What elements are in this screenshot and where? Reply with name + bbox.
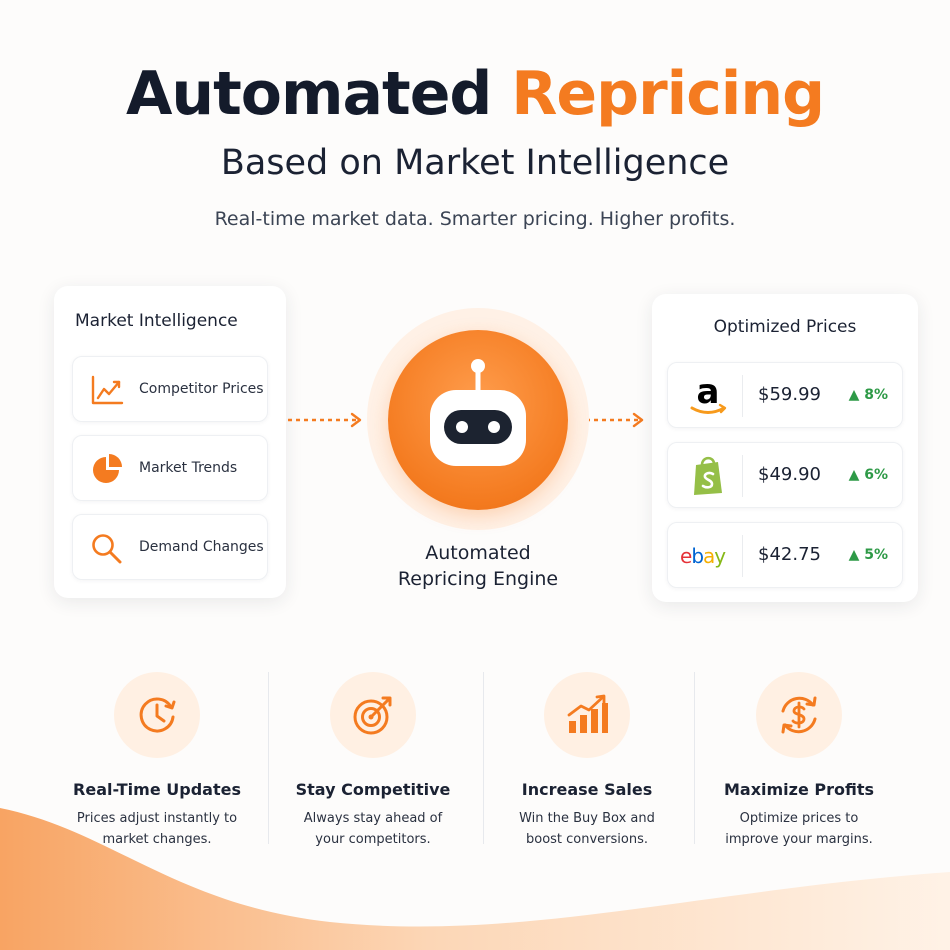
title-main: Automated (125, 59, 492, 129)
page-subtitle: Based on Market Intelligence (220, 143, 730, 183)
feature-title: Real-Time Updates (73, 780, 241, 799)
mi-item-competitor-prices: Competitor Prices (72, 356, 268, 422)
price-value: $42.75 (758, 544, 821, 565)
title-accent: Repricing (511, 59, 825, 129)
optimized-prices-title: Optimized Prices (713, 317, 857, 337)
robot-icon (430, 359, 526, 466)
feature-maximize-profits: Maximize Profits Optimize prices to impr… (694, 672, 904, 850)
feature-icon-circle (114, 672, 200, 758)
feature-title: Stay Competitive (295, 780, 451, 799)
market-intelligence-card: Market Intelligence Competitor Prices Ma… (54, 286, 286, 598)
price-value: $49.90 (758, 464, 821, 485)
target-arrow-icon (353, 696, 392, 735)
magnifier-icon (92, 534, 122, 564)
feature-icon-circle (330, 672, 416, 758)
mi-item-label: Demand Changes (139, 539, 264, 555)
feature-icon-circle (756, 672, 842, 758)
clock-refresh-icon (139, 697, 176, 733)
mi-item-label: Competitor Prices (139, 381, 264, 397)
feature-increase-sales: Increase Sales Win the Buy Box and boost… (482, 672, 692, 850)
engine-label-line1: Automated (425, 542, 531, 564)
feature-divider (694, 672, 695, 844)
row-separator (742, 375, 743, 417)
price-row-amazon: a $59.99 ▲ 8% (667, 362, 903, 428)
flow-arrow-right (586, 412, 644, 428)
page-tagline: Real-time market data. Smarter pricing. … (214, 208, 736, 230)
price-row-shopify: $49.90 ▲ 6% (667, 442, 903, 508)
market-intelligence-title: Market Intelligence (75, 311, 238, 331)
mi-item-market-trends: Market Trends (72, 435, 268, 501)
engine-circle (388, 330, 568, 510)
pie-chart-icon (93, 454, 122, 483)
feature-divider (268, 672, 269, 844)
feature-icon-circle (544, 672, 630, 758)
feature-desc: Always stay ahead of your competitors. (303, 811, 443, 847)
price-value: $59.99 (758, 384, 821, 405)
mi-item-demand-changes: Demand Changes (72, 514, 268, 580)
row-separator (742, 455, 743, 497)
feature-real-time-updates: Real-Time Updates Prices adjust instantl… (52, 672, 262, 850)
amazon-logo: a (690, 373, 727, 414)
ebay-logo: ebay (680, 544, 727, 568)
row-separator (742, 535, 743, 577)
dollar-cycle-icon (781, 696, 817, 734)
feature-title: Maximize Profits (723, 780, 875, 799)
bar-growth-icon (567, 694, 608, 733)
price-change: ▲ 5% (848, 547, 888, 563)
engine-label-line2: Repricing Engine (397, 568, 559, 590)
feature-desc: Prices adjust instantly to market change… (76, 811, 238, 847)
price-change: ▲ 8% (848, 387, 888, 403)
price-change: ▲ 6% (848, 467, 888, 483)
feature-divider (483, 672, 484, 844)
line-chart-icon (91, 375, 124, 405)
mi-item-label: Market Trends (139, 460, 238, 476)
feature-desc: Win the Buy Box and boost conversions. (519, 811, 655, 847)
feature-title: Increase Sales (521, 780, 653, 799)
page-title: Automated Repricing (0, 58, 950, 130)
flow-arrow-left (288, 412, 362, 428)
shopify-logo (694, 456, 722, 495)
svg-text:ebay: ebay (680, 544, 726, 568)
feature-desc: Optimize prices to improve your margins. (725, 811, 873, 847)
price-row-ebay: ebay $42.75 ▲ 5% (667, 522, 903, 588)
feature-stay-competitive: Stay Competitive Always stay ahead of yo… (268, 672, 478, 850)
optimized-prices-card: Optimized Prices a $59.99 ▲ 8% $49.90 ▲ … (652, 294, 918, 602)
svg-text:a: a (697, 373, 720, 412)
